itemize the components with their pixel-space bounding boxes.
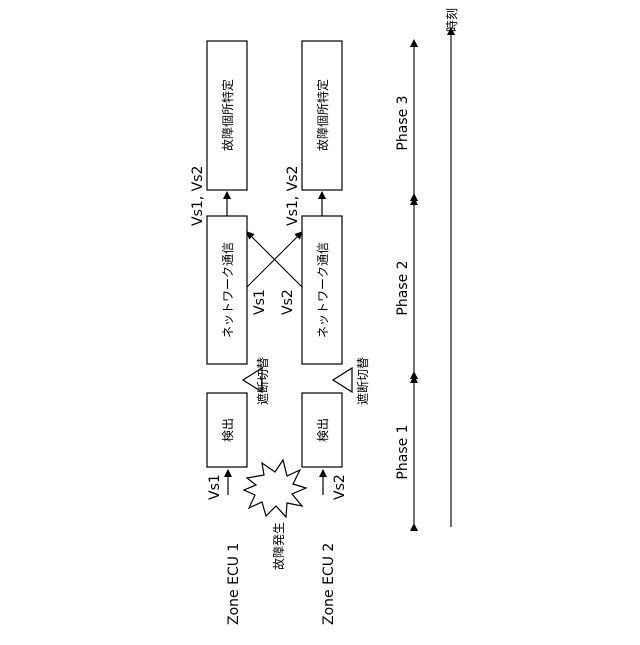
phase-1-label: Phase 1	[395, 424, 411, 479]
time-axis-label: 時刻	[445, 8, 459, 32]
switch-label-2: 遮断切替	[355, 357, 370, 405]
cross-vs1-label: Vs1	[252, 289, 268, 315]
zone-ecu-2-label: Zone ECU 2	[321, 543, 337, 625]
switch-label-1: 遮断切替	[255, 357, 270, 405]
locate-box-2-label: 故障個所特定	[315, 79, 330, 151]
locate-box-1-label: 故障個所特定	[220, 79, 235, 151]
switch-triangle-2	[333, 368, 352, 392]
detect-box-2-label: 検出	[316, 418, 330, 442]
phase-2-label: Phase 2	[395, 260, 411, 315]
network-box-2-label: ネットワーク通信	[316, 242, 330, 338]
input-vs1-label: Vs1	[207, 474, 223, 500]
result-label-2: Vs1, Vs2	[285, 166, 301, 226]
network-box-1-label: ネットワーク通信	[221, 242, 235, 338]
detect-box-1-label: 検出	[221, 418, 235, 442]
cross-vs2-label: Vs2	[280, 289, 296, 315]
input-vs2-label: Vs2	[332, 474, 348, 500]
result-label-1: Vs1, Vs2	[190, 166, 206, 226]
fault-burst-icon	[244, 460, 306, 517]
phase-3-label: Phase 3	[395, 95, 411, 150]
zone-ecu-1-label: Zone ECU 1	[226, 543, 242, 625]
fault-occurrence-label: 故障発生	[271, 522, 286, 570]
